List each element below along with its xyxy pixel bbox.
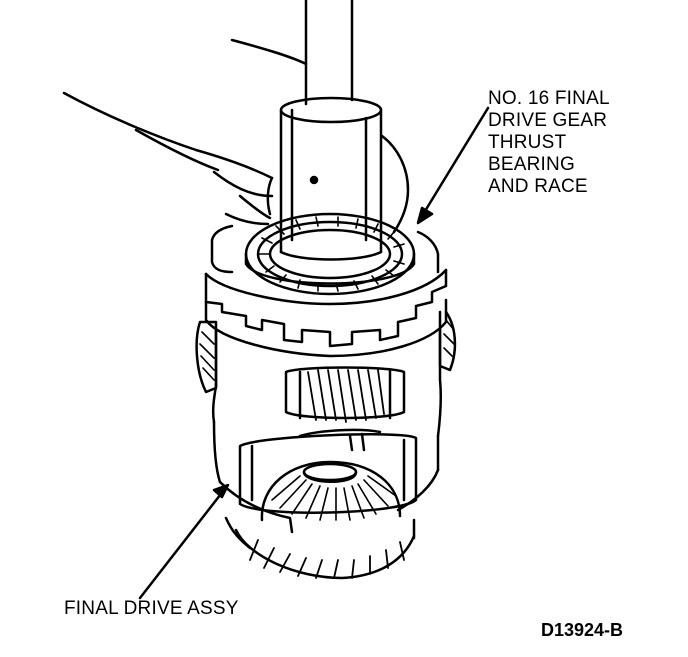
ring-gear-teeth — [249, 539, 405, 579]
figure-id: D13924-B — [541, 620, 624, 640]
side-gear — [260, 460, 402, 522]
callout-line: THRUST — [488, 132, 567, 153]
lug-hatching — [199, 319, 455, 381]
lower-window — [238, 428, 418, 514]
callout-line: AND RACE — [488, 176, 588, 197]
callout-line: DRIVE GEAR — [488, 110, 608, 131]
leader-final-drive — [138, 483, 230, 600]
hand-drawing — [62, 38, 410, 234]
leader-thrust-bearing — [416, 106, 490, 225]
installer-tool — [279, 0, 383, 261]
side-lugs — [195, 310, 457, 394]
thrust-bearing — [244, 212, 416, 296]
bearing-rollers — [257, 216, 405, 292]
side-gear-teeth — [271, 475, 397, 521]
callout-line: BEARING — [488, 154, 575, 175]
final-drive-callout: FINAL DRIVE ASSY — [64, 598, 239, 619]
upper-window — [284, 366, 406, 420]
thrust-bearing-callout: NO. 16 FINAL DRIVE GEAR THRUST BEARING A… — [488, 88, 678, 198]
callout-line: NO. 16 FINAL — [488, 88, 610, 109]
pinion-gear-teeth — [307, 369, 385, 423]
differential-case — [204, 224, 448, 534]
